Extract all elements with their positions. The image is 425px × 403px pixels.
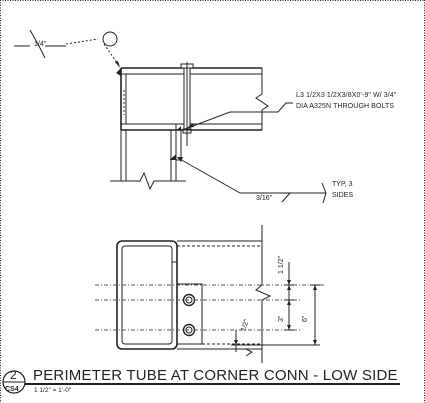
weld-callout-bottom	[177, 157, 327, 204]
weld-size-top-label: 1/4"	[34, 41, 47, 48]
bolt-centerlines	[95, 284, 326, 331]
dim-bolt-spacing-label: 3"	[278, 315, 285, 322]
weld-callout-top	[14, 29, 121, 68]
weld-typ-line1: TYP, 3	[332, 181, 353, 188]
detail-number: 2	[10, 368, 17, 382]
dimension-lines	[231, 262, 320, 357]
detail-title: PERIMETER TUBE AT CORNER CONN - LOW SIDE	[33, 367, 398, 384]
lower-tube-section	[116, 225, 272, 363]
detail-sheet-ref: CS4	[5, 386, 19, 393]
angle-note-line2: DIA A325N THROUGH BOLTS	[296, 103, 395, 110]
angle-note-leader	[184, 102, 293, 130]
upper-tube-section	[110, 62, 269, 191]
detail-scale: 1 1/2" = 1'-0"	[34, 387, 72, 394]
detail-title-block	[2, 370, 400, 394]
angle-note-line1: L3 1/2X3 1/2X3/8X0'-9" W/ 3/4"	[296, 92, 397, 99]
dim-edge-top-label: 1 1/2"	[278, 255, 285, 274]
weld-typ-line2: SIDES	[332, 192, 354, 199]
weld-size-bottom-label: 3/16"	[256, 195, 273, 202]
dim-overall-label: 6"	[302, 315, 309, 322]
